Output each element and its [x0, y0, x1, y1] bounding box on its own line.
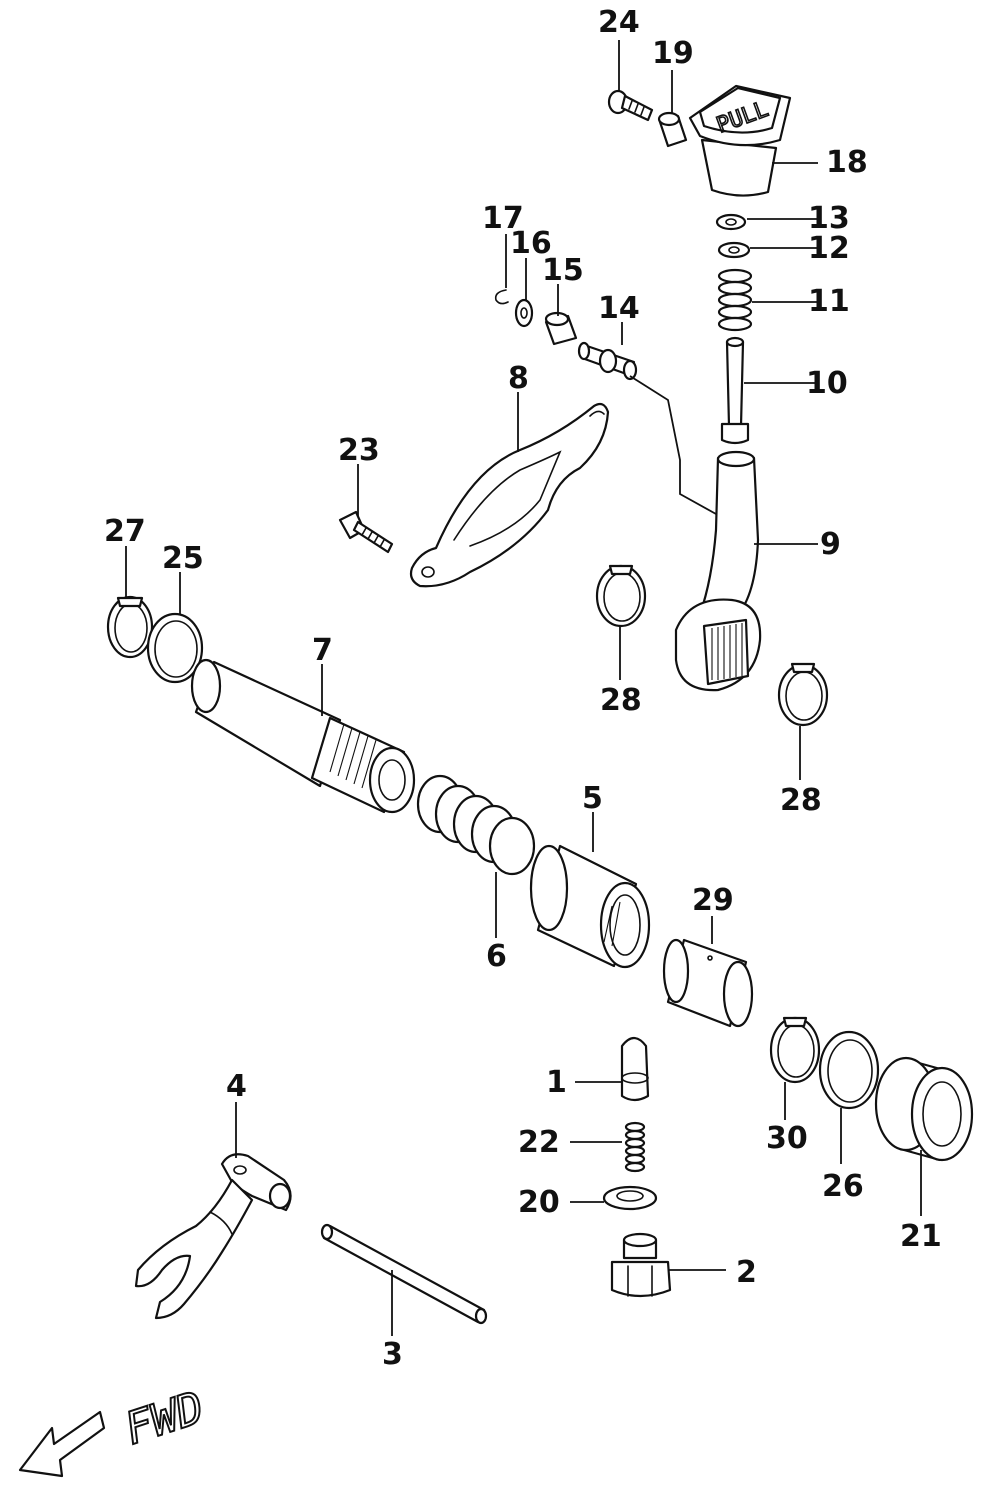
part-10-rod — [720, 336, 750, 445]
part-3-rod — [320, 1223, 488, 1325]
part-7-shaft — [190, 658, 416, 814]
label-part-29: 30 — [766, 1121, 808, 1156]
part-22-spring — [624, 1121, 646, 1173]
part-9-lever — [674, 450, 762, 692]
label-part-9: 9 — [820, 527, 841, 562]
part-2-plug — [610, 1232, 672, 1298]
label-part-17: 17 — [482, 201, 524, 236]
forward-arrow: FWD — [18, 1381, 211, 1478]
part-27-circlip — [106, 595, 154, 659]
part-18-knob: PULL — [688, 84, 792, 197]
label-part-24: 24 — [598, 5, 640, 40]
part-1-cap — [620, 1036, 650, 1102]
part-11-spring — [717, 268, 753, 332]
part-16-washer — [514, 298, 534, 328]
part-23-bolt — [338, 510, 394, 554]
part-5-sleeve — [529, 844, 651, 969]
label-part-3: 3 — [382, 1337, 403, 1372]
label-part-25: 25 — [162, 541, 204, 576]
part-6-spring — [416, 774, 536, 876]
part-13-nut — [715, 213, 747, 231]
label-part-19: 19 — [652, 36, 694, 71]
label-part-28b: 28 — [780, 783, 822, 818]
label-part-4: 4 — [226, 1069, 247, 1104]
label-part-14: 14 — [598, 291, 640, 326]
label-part-5: 5 — [582, 781, 603, 816]
part-20-washer — [602, 1185, 658, 1211]
label-part-18: 18 — [826, 145, 868, 180]
part-15-bushing — [544, 311, 578, 346]
label-part-6: 6 — [486, 939, 507, 974]
part-28-circlip-a — [595, 564, 647, 628]
label-part-28a: 28 — [600, 683, 642, 718]
part-number-labels: 24 19 18 13 12 11 10 9 17 16 15 14 8 23 … — [104, 5, 942, 1372]
label-part-2: 2 — [736, 1255, 757, 1290]
label-part-16: 16 — [510, 226, 552, 261]
leader-lines — [125, 40, 922, 1336]
part-29-circlip — [769, 1016, 821, 1084]
label-part-12: 12 — [808, 231, 850, 266]
part-4-fork — [134, 1153, 292, 1320]
part-30-bushing — [662, 938, 754, 1028]
label-part-11: 11 — [808, 284, 850, 319]
label-part-15: 15 — [542, 253, 584, 288]
part-26-ring — [818, 1030, 880, 1110]
part-28-circlip-b — [777, 662, 829, 727]
label-part-27: 27 — [104, 514, 146, 549]
part-24-screw — [607, 89, 654, 122]
part-25-ring — [146, 612, 204, 684]
part-8-arm — [409, 402, 610, 588]
part-17-clip — [494, 289, 509, 305]
fwd-label: FWD — [119, 1382, 210, 1455]
label-part-10: 10 — [806, 366, 848, 401]
label-part-8: 8 — [508, 361, 529, 396]
part-14-pin — [577, 341, 638, 381]
label-part-26: 26 — [822, 1169, 864, 1204]
label-part-7: 7 — [312, 633, 333, 668]
label-part-21: 21 — [900, 1219, 942, 1254]
label-part-13: 13 — [808, 201, 850, 236]
label-part-1: 1 — [546, 1065, 567, 1100]
label-part-20: 20 — [518, 1185, 560, 1220]
label-part-23: 23 — [338, 433, 380, 468]
part-21-seal — [874, 1056, 974, 1162]
part-19-collar — [657, 111, 688, 148]
label-part-30: 29 — [692, 883, 734, 918]
label-part-22: 22 — [518, 1125, 560, 1160]
part-12-washer — [717, 241, 751, 259]
